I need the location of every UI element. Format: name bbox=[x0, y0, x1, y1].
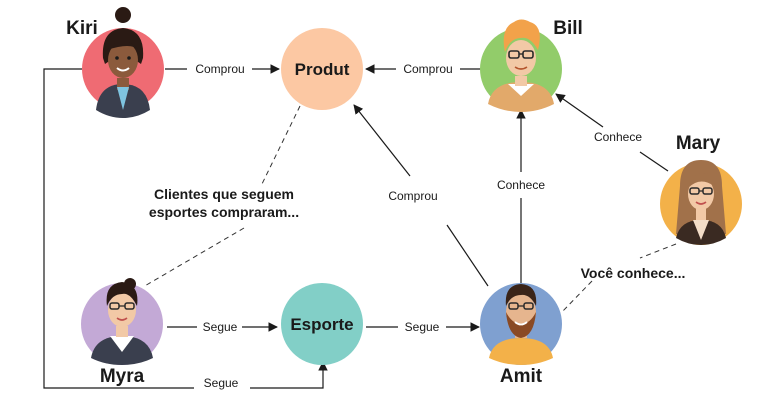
callout-clientes-line1: Clientes que seguem bbox=[154, 186, 294, 202]
edge-myra-esporte: Segue bbox=[167, 320, 278, 334]
edge-label-bill-produto: Comprou bbox=[403, 62, 452, 76]
person-mary-name: Mary bbox=[676, 133, 721, 154]
myra-avatar bbox=[81, 278, 163, 365]
dashed-link-produto-clientes bbox=[260, 105, 301, 187]
person-bill: Bill bbox=[480, 18, 583, 112]
edge-label-esporte-amit: Segue bbox=[405, 320, 440, 334]
node-produto-circle bbox=[281, 28, 363, 110]
edge-label-amit-produto: Comprou bbox=[388, 189, 437, 203]
mary-avatar bbox=[660, 160, 742, 245]
dashed-link-voce-amit bbox=[560, 280, 593, 314]
edge-amit-produto: Comprou bbox=[353, 104, 489, 287]
callout-clientes-line2: esportes compraram... bbox=[149, 204, 299, 220]
edge-esporte-amit: Segue bbox=[366, 320, 480, 334]
edge-amit-bill: Conhece bbox=[497, 109, 545, 284]
edge-bill-produto: Comprou bbox=[365, 62, 481, 76]
person-amit: Amit bbox=[480, 283, 562, 387]
dashed-link-clientes-myra bbox=[142, 227, 245, 288]
edge-kiri-esporte: Segue bbox=[43, 68, 328, 390]
kiri-avatar bbox=[82, 7, 164, 118]
callout-voce-conhece: Você conhece... bbox=[581, 265, 686, 281]
person-kiri-name: Kiri bbox=[66, 18, 98, 39]
person-myra-name: Myra bbox=[100, 366, 145, 387]
edge-label-mary-bill: Conhece bbox=[594, 130, 642, 144]
node-esporte-label: Esporte bbox=[290, 315, 353, 334]
edge-kiri-produto: Comprou bbox=[165, 62, 280, 76]
node-produto: Produt bbox=[281, 28, 363, 110]
person-mary: Mary bbox=[660, 133, 742, 245]
node-produto-label: Produt bbox=[295, 60, 350, 79]
dashed-link-mary-voce bbox=[639, 243, 677, 259]
person-myra: Myra bbox=[81, 278, 163, 387]
edge-label-myra-esporte: Segue bbox=[203, 320, 238, 334]
amit-avatar bbox=[480, 283, 562, 365]
bill-avatar bbox=[480, 19, 562, 112]
edge-label-amit-bill: Conhece bbox=[497, 178, 545, 192]
person-bill-name: Bill bbox=[553, 18, 583, 39]
node-esporte: Esporte bbox=[281, 283, 363, 365]
edge-mary-bill: Conhece bbox=[555, 93, 669, 172]
person-kiri: Kiri bbox=[66, 7, 164, 118]
edge-label-kiri-produto: Comprou bbox=[195, 62, 244, 76]
node-esporte-circle bbox=[281, 283, 363, 365]
edge-label-kiri-esporte: Segue bbox=[204, 376, 239, 390]
person-amit-name: Amit bbox=[500, 366, 543, 387]
